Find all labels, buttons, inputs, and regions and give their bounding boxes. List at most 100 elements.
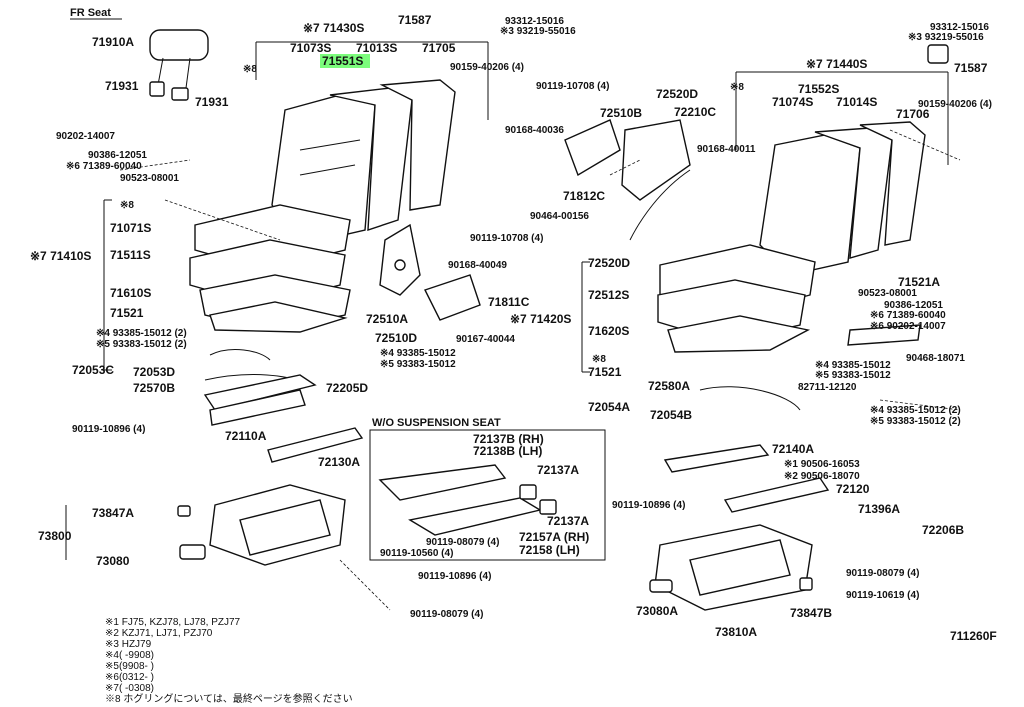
footnote: ※4( -9908) [105, 650, 154, 661]
part-label: 72120 [836, 482, 870, 496]
part-label: 90386-12051 [884, 300, 943, 311]
part-label: 72570B [133, 381, 175, 395]
part-label: 90119-10896 (4) [72, 424, 145, 435]
part-label: 73847A [92, 506, 134, 520]
part-label: ※8 [592, 354, 606, 365]
part-label: ※6 90202-14007 [870, 321, 946, 332]
part-label: 72138B (LH) [473, 444, 542, 458]
part-label: 82711-12120 [798, 382, 857, 393]
part-label: 90386-12051 [88, 150, 147, 161]
part-label: ※8 [120, 200, 134, 211]
part-label: 90119-10619 (4) [846, 590, 919, 601]
part-label: ※5 93383-15012 (2) [870, 416, 961, 427]
part-label: 90119-08079 (4) [846, 568, 919, 579]
part-label: 90119-10708 (4) [536, 81, 609, 92]
part-label: 71587 [398, 13, 432, 27]
adjuster-cables-left [203, 349, 317, 426]
part-label: 71610S [110, 286, 151, 300]
part-label: 72137A [547, 514, 589, 528]
footnote: ※1 FJ75, KZJ78, LJ78, PZJ77 [105, 617, 241, 628]
part-label: ※7 71410S [30, 249, 91, 263]
headrest-drawing [149, 29, 209, 101]
part-label: ※5 93383-15012 [815, 370, 891, 381]
ws-rails [378, 464, 557, 536]
part-label: 71910A [92, 35, 134, 49]
footnote: ※2 KZJ71, LJ71, PZJ70 [105, 628, 213, 639]
part-label: 90119-10560 (4) [380, 548, 453, 559]
right-seat-cushion [657, 244, 921, 353]
figure-code: 711260F [950, 629, 997, 643]
part-label: 90523-08001 [120, 173, 179, 184]
part-label: 90168-40049 [448, 260, 507, 271]
part-label: 72510A [366, 312, 408, 326]
part-label: 90119-10896 (4) [612, 500, 685, 511]
footnote: ※5(9908- ) [105, 661, 154, 672]
center-recliner [564, 119, 691, 241]
part-label: ※1 90506-16053 [784, 459, 860, 470]
part-label: 72053D [133, 365, 175, 379]
right-adjusters [649, 386, 830, 611]
part-label: 73810A [715, 625, 757, 639]
part-label: 71521A [898, 275, 940, 289]
part-label: 71071S [110, 221, 151, 235]
part-label: 72520D [588, 256, 630, 270]
part-label: ※8 [730, 82, 744, 93]
part-label: 71396A [858, 502, 900, 516]
part-label: 72157A (RH) [519, 530, 589, 544]
part-label: 72158 (LH) [519, 543, 580, 557]
part-label: 72580A [648, 379, 690, 393]
part-label: 73080 [96, 554, 130, 568]
part-label: 90159-40206 (4) [918, 99, 992, 110]
footnote: ※8 ホグリングについては、最終ページを参照ください [105, 692, 353, 705]
ws-box [369, 429, 606, 561]
part-label: ※5 93383-15012 (2) [96, 339, 187, 350]
part-label: 72510D [375, 331, 417, 345]
part-label: ※7 71420S [510, 312, 571, 326]
part-label: 71521 [110, 306, 144, 320]
part-label: 90119-08079 (4) [410, 609, 483, 620]
part-label: 71521 [588, 365, 622, 379]
part-label: 93312-15016 [505, 16, 564, 27]
part-label: ※7 71430S [303, 21, 364, 35]
part-label: 71811C [488, 295, 530, 309]
ws-title: W/O SUSPENSION SEAT [372, 417, 501, 429]
part-label: 71620S [588, 324, 629, 338]
part-label: 72210C [674, 105, 716, 119]
part-label: 90523-08001 [858, 288, 917, 299]
part-label: 73080A [636, 604, 678, 618]
part-label: 90168-40036 [505, 125, 564, 136]
part-label: 72053C [72, 363, 114, 377]
part-label: ※5 93383-15012 [380, 359, 456, 370]
part-label-highlighted: 71551S [322, 54, 363, 68]
part-label: 72520D [656, 87, 698, 101]
part-label: 72140A [772, 442, 814, 456]
footnote: ※6(0312- ) [105, 672, 154, 683]
part-label: 90119-10896 (4) [418, 571, 491, 582]
right-seat-back [759, 44, 949, 276]
part-label: ※4 93385-15012 [380, 348, 456, 359]
part-label: ※4 93385-15012 (2) [96, 328, 187, 339]
part-label: 71552S [798, 82, 839, 96]
part-label: 93312-15016 [930, 22, 989, 33]
part-label: 71587 [954, 61, 988, 75]
part-label: 72206B [922, 523, 964, 537]
footnote: ※3 HZJ79 [105, 639, 152, 650]
part-label: 71511S [110, 248, 151, 262]
seat-base-left [177, 484, 346, 566]
part-label: 73800 [38, 529, 72, 543]
part-label: 73847B [790, 606, 832, 620]
seat-cushion-drawing [189, 204, 351, 333]
leader-lines [65, 41, 961, 611]
part-label: 72512S [588, 288, 629, 302]
part-label: ※2 90506-18070 [784, 471, 860, 482]
part-label: 90202-14007 [56, 131, 115, 142]
part-label: ※3 93219-55016 [500, 26, 576, 37]
recliner-drawing [379, 223, 481, 321]
part-label: 72054A [588, 400, 630, 414]
part-label: ※6 71389-60040 [870, 310, 946, 321]
part-label: 72110A [225, 429, 267, 443]
part-label: ※3 93219-55016 [908, 32, 984, 43]
diagram-title: FR Seat [70, 7, 111, 19]
seat-back-drawing [271, 79, 456, 246]
